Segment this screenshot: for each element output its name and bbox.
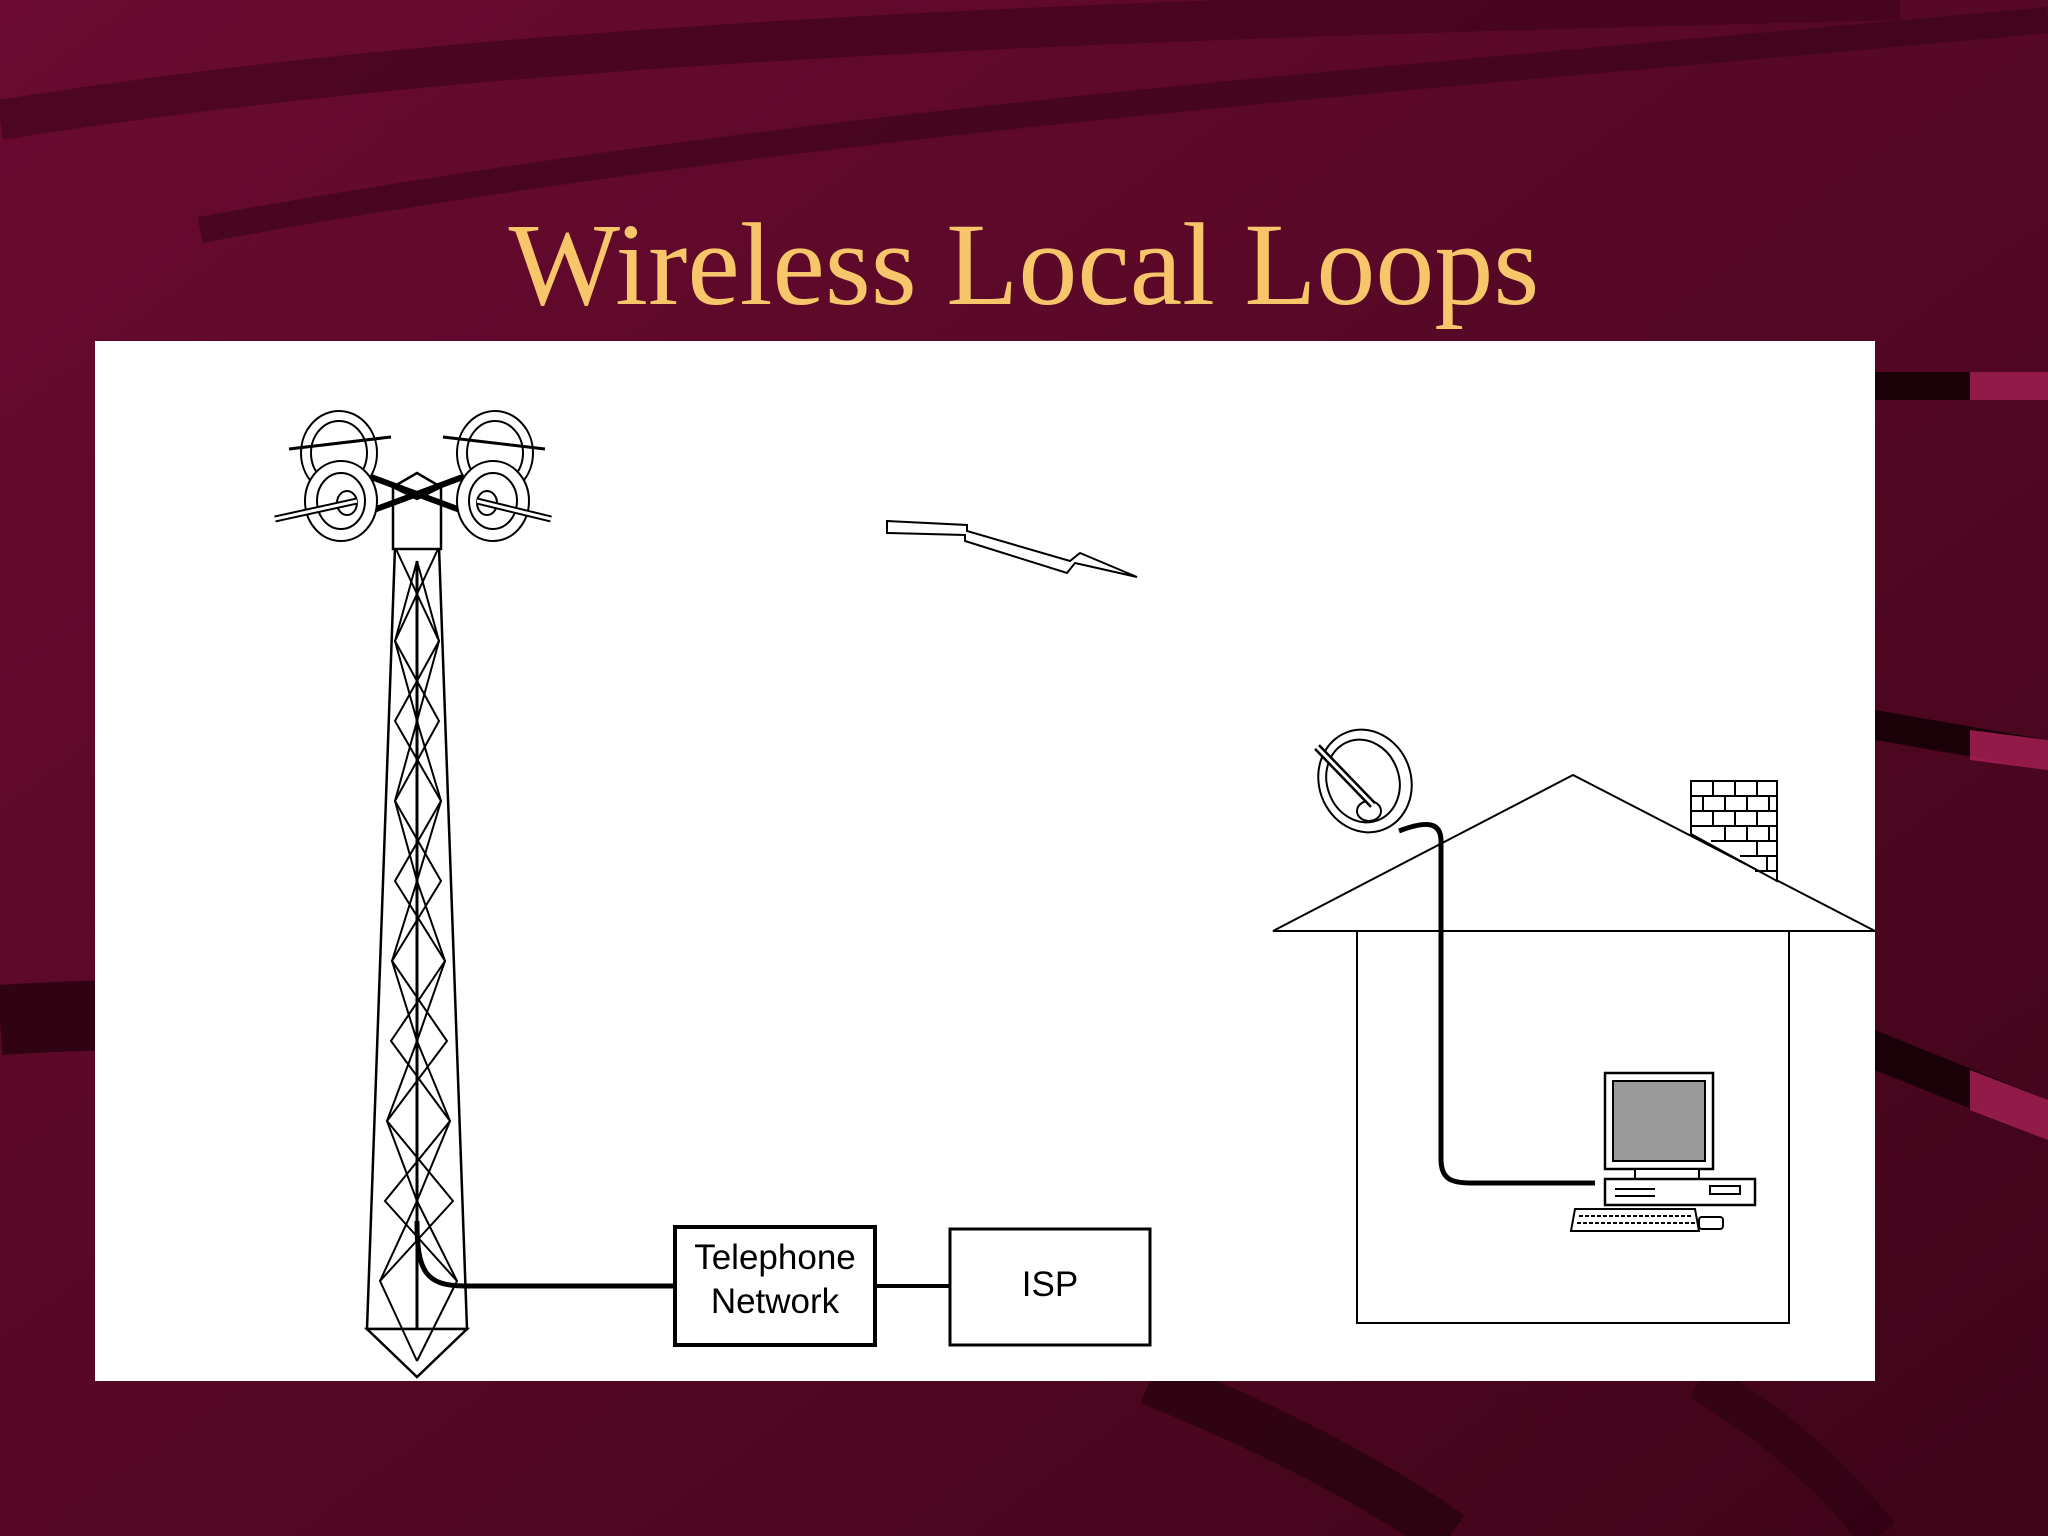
- telephone-network-box: [673, 1225, 877, 1347]
- isp-label: ISP: [1021, 1265, 1079, 1304]
- cell-tower: [353, 468, 481, 1379]
- chimney: [1690, 780, 1778, 883]
- tower-cable: [414, 1220, 675, 1289]
- house: [1272, 773, 1875, 1324]
- telephone-network-label: Telephone Network: [675, 1236, 875, 1324]
- tower-antenna-left: [274, 410, 392, 542]
- wireless-local-loop-diagram: [274, 410, 1875, 1379]
- wireless-signal-bolt-icon: [886, 519, 1138, 578]
- diagram-panel: Telephone Network ISP: [95, 341, 1875, 1381]
- tower-antenna-right: [442, 410, 552, 542]
- house-dish-antenna-icon: [1314, 728, 1413, 834]
- isp-box: [948, 1227, 1152, 1347]
- telephone-network-label-line2: Network: [710, 1282, 840, 1321]
- house-cable: [1398, 821, 1595, 1186]
- telephone-network-label-line1: Telephone: [694, 1238, 856, 1277]
- computer-icon: [1569, 1071, 1757, 1232]
- slide-title: Wireless Local Loops: [508, 199, 1540, 330]
